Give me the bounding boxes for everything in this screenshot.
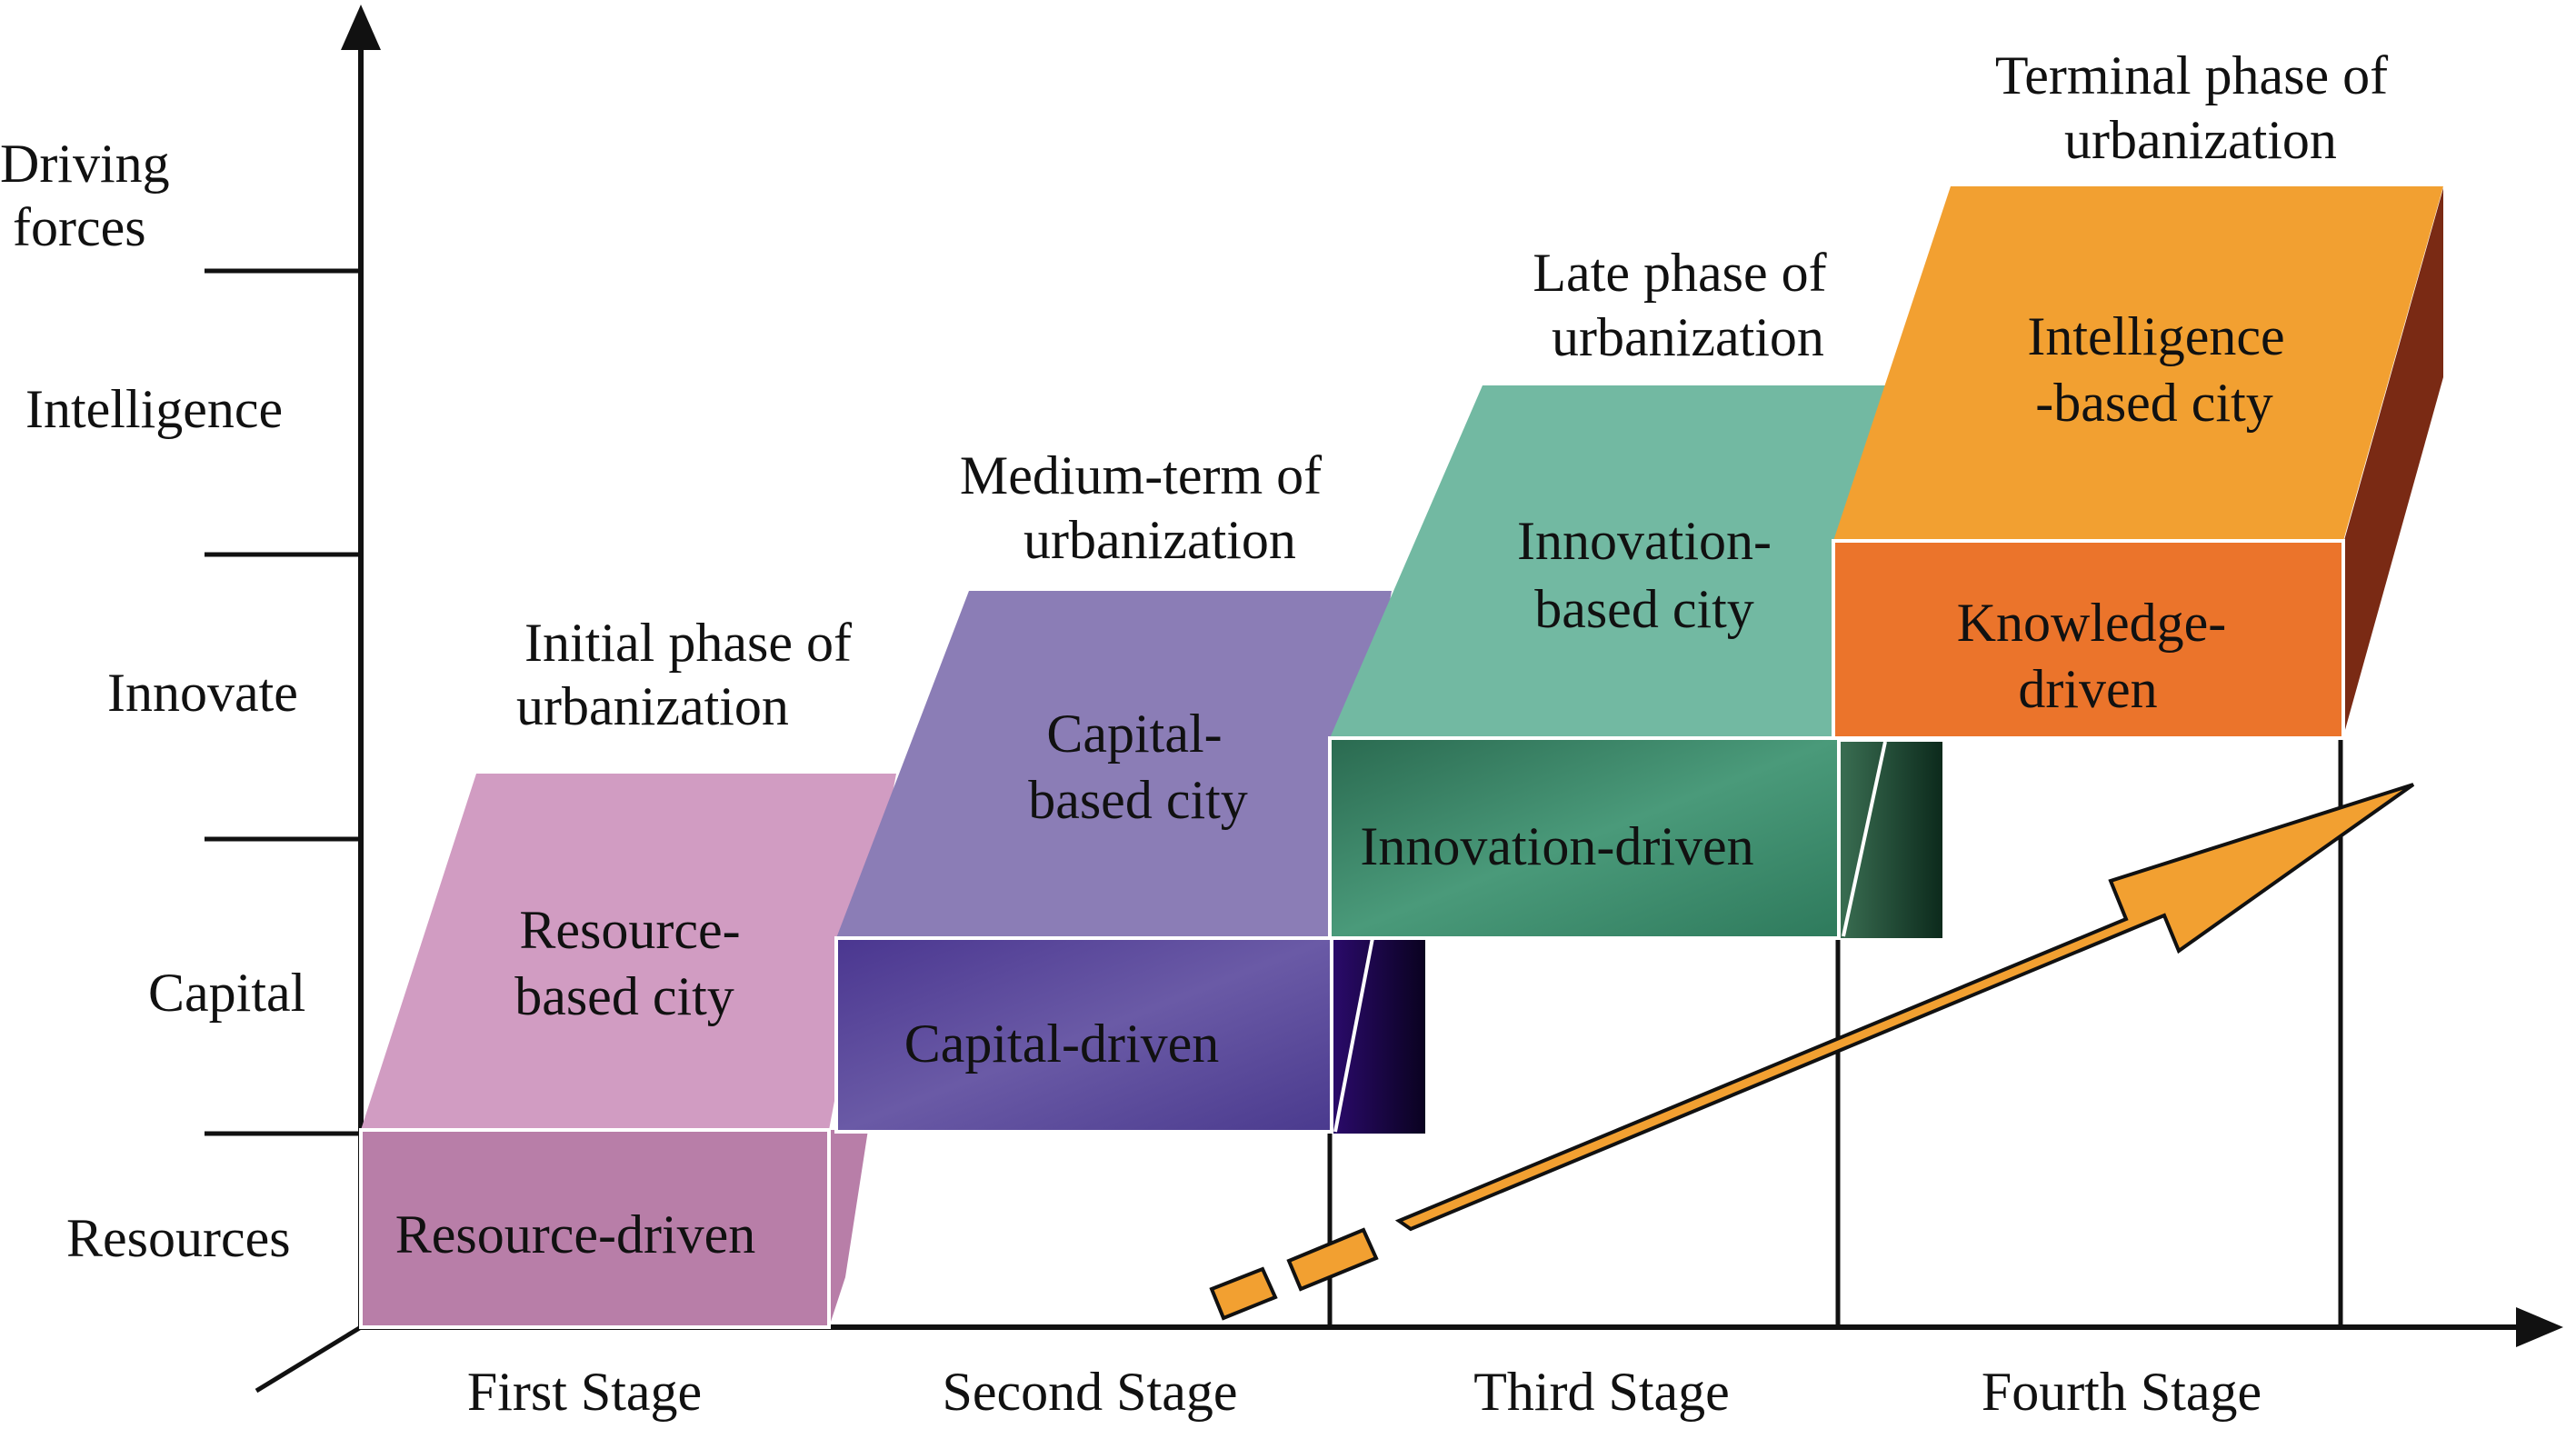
city-1-line1: Resource-: [519, 900, 740, 960]
driver-4-line2: driven: [2018, 659, 2157, 719]
driver-face-3: [1328, 736, 1841, 940]
y-level-capital: Capital: [148, 963, 305, 1023]
trend-arrow-body: [1394, 783, 2415, 1232]
phase-2-line1: Medium-term of: [960, 445, 1322, 505]
city-face-4: [1833, 186, 2443, 541]
phase-3-line2: urbanization: [1552, 307, 1824, 367]
phase-4-line2: urbanization: [2064, 110, 2337, 170]
city-3-line2: based city: [1534, 579, 1754, 639]
city-3-line1: Innovation-: [1517, 511, 1772, 571]
driver-1-label: Resource-driven: [395, 1204, 756, 1264]
city-4-line2: -based city: [2035, 373, 2273, 433]
city-face-3: [1330, 385, 1900, 738]
driver-side-3: [1840, 742, 1942, 938]
x-axis-labels: First Stage Second Stage Third Stage Fou…: [467, 1362, 2261, 1422]
trend-arrow: [1209, 783, 2415, 1321]
stage-label-1: First Stage: [467, 1362, 702, 1422]
block-4-side: [2343, 188, 2443, 736]
y-level-innovate: Innovate: [107, 663, 298, 723]
block-stage-3: [1328, 385, 1942, 940]
stage-label-2: Second Stage: [943, 1362, 1238, 1422]
y-axis-labels: Driving forces Intelligence Innovate Cap…: [0, 134, 305, 1268]
driver-side-1: [829, 1130, 868, 1327]
driver-side-edge-3: [1842, 741, 1887, 937]
driver-labels: Resource-driven Capital-driven Innovatio…: [395, 593, 2227, 1264]
driver-face-4: [1832, 539, 2345, 740]
block-stage-1: [359, 774, 896, 1329]
driver-side-edge-2: [1333, 937, 1374, 1133]
phase-2-line2: urbanization: [1023, 510, 1296, 570]
city-face-2: [836, 591, 1392, 938]
driver-face-2: [834, 936, 1333, 1134]
block-stage-4: [1832, 186, 2443, 740]
city-2-line2: based city: [1028, 770, 1248, 830]
driver-4-line1: Knowledge-: [1957, 593, 2227, 653]
stage-label-4: Fourth Stage: [1982, 1362, 2261, 1422]
driver-3-label: Innovation-driven: [1360, 816, 1753, 876]
x-axis-arrowhead: [2516, 1307, 2563, 1347]
block-stage-2: [834, 591, 1425, 1134]
driver-2-label: Capital-driven: [904, 1014, 1220, 1074]
y-axis-title-line2: forces: [13, 197, 146, 257]
y-level-resources: Resources: [66, 1208, 291, 1268]
phase-labels: Initial phase of urbanization Medium-ter…: [516, 45, 2388, 736]
trend-dash: [1209, 1266, 1278, 1321]
phase-3-line1: Late phase of: [1533, 243, 1826, 303]
trend-dash: [1286, 1227, 1379, 1292]
city-4-line1: Intelligence: [2027, 306, 2284, 366]
y-axis-arrowhead: [341, 5, 381, 50]
driver-side-2: [1333, 938, 1425, 1134]
driver-face-1: [359, 1128, 831, 1329]
city-1-line2: based city: [514, 966, 734, 1026]
depth-axis-line: [255, 1324, 363, 1394]
city-2-line1: Capital-: [1046, 704, 1222, 764]
y-level-intelligence: Intelligence: [25, 379, 283, 439]
phase-1-line2: urbanization: [516, 676, 789, 736]
city-labels: Resource- based city Capital- based city…: [514, 306, 2284, 1026]
phase-4-line1: Terminal phase of: [1995, 45, 2388, 105]
phase-1-line1: Initial phase of: [524, 613, 852, 673]
y-axis-title-line1: Driving: [0, 134, 170, 194]
stage-label-3: Third Stage: [1473, 1362, 1730, 1422]
city-face-1: [361, 774, 896, 1130]
